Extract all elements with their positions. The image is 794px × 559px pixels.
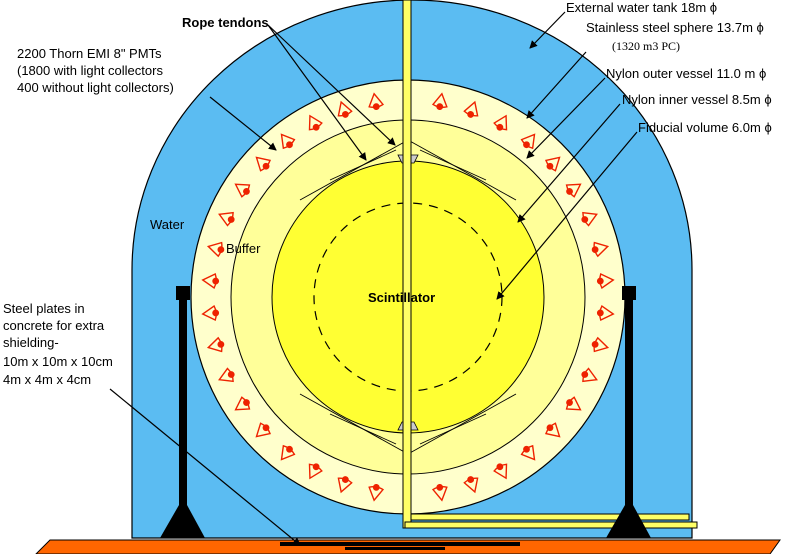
pmt-icon [596,273,615,289]
pmt-icon [520,444,536,461]
pointer-fiducial [496,131,638,300]
label-water: Water [150,217,185,232]
pmt-icon [581,367,598,383]
pmt-icon [431,483,448,502]
pmt-icon [463,476,479,494]
pmt-icon [201,305,220,321]
pmt-icon [308,463,323,480]
label-buffer: Buffer [226,241,261,256]
label-steel-plates-line5: 4m x 4m x 4cm [3,372,92,387]
label-outer-vessel: Nylon outer vessel 11.0 m ϕ [606,66,767,81]
pmt-ring [201,92,615,502]
label-pmts-line1: 2200 Thorn EMI 8" PMTs [17,46,162,61]
horizontal-pipe-lower [404,521,698,529]
pmt-icon [565,396,582,411]
pmt-icon [206,241,225,258]
pmt-icon [596,305,615,321]
pmt-icon [545,422,561,438]
label-steel-plates-line3: shielding- [3,335,59,350]
pointer-external-tank [529,11,566,49]
pointer-rope-upper [267,24,367,161]
label-fiducial: Fiducial volume 6.0m ϕ [638,120,772,135]
label-steel-plates-line2: concrete for extra [3,318,105,333]
left-support-leg [160,286,205,538]
pointer-pmts [209,96,277,151]
label-steel-plates-line4: 10m x 10m x 10cm [3,354,113,369]
pmt-icon [280,444,296,461]
vertical-pipe [402,0,412,529]
pmt-icon [206,336,225,353]
pointer-steel-plates [109,388,301,546]
pmt-icon [591,241,610,258]
pmt-icon [368,483,385,502]
steel-plate-small [345,547,445,550]
label-pmts-line3: 400 without light collectors) [17,80,174,95]
pmt-icon [280,133,296,150]
pmt-icon [255,422,271,438]
pmt-icon [337,476,353,494]
pmt-icon [234,183,251,198]
pointer-rope-lower [267,24,396,146]
pointer-outer-vessel [526,77,606,159]
pmt-icon [368,92,385,111]
pointer-lines [109,11,638,546]
pmt-icon [255,156,271,172]
label-external-tank: External water tank 18m ϕ [566,0,718,15]
pmt-icon [581,211,598,227]
pmt-icon [591,336,610,353]
pmt-icon [308,114,323,131]
pmt-icon [337,100,353,118]
steel-plate-large [280,542,520,546]
pmt-icon [218,367,235,383]
label-steel-sphere-volume: (1320 m3 PC) [612,39,681,53]
pmt-icon [520,133,536,150]
pmt-icon [493,114,508,131]
pmt-icon [565,183,582,198]
label-steel-plates-line1: Steel plates in [3,301,85,316]
pmt-icon [545,156,561,172]
pmt-icon [431,92,448,111]
pointer-inner-vessel [517,103,621,223]
label-pmts-line2: (1800 with light collectors [17,63,163,78]
pmt-icon [463,100,479,118]
label-inner-vessel: Nylon inner vessel 8.5m ϕ [622,92,772,107]
pmt-icon [234,396,251,411]
label-rope-tendons: Rope tendons [182,15,269,30]
pmt-icon [493,463,508,480]
horizontal-pipe-upper [410,513,690,521]
right-support-leg [606,286,651,538]
pmt-icon [218,211,235,227]
label-steel-sphere: Stainless steel sphere 13.7m ϕ [586,20,764,35]
rope-tendons [299,139,517,455]
pmt-icon [201,273,220,289]
label-scintillator: Scintillator [368,290,436,305]
pointer-steel-sphere [526,51,587,119]
